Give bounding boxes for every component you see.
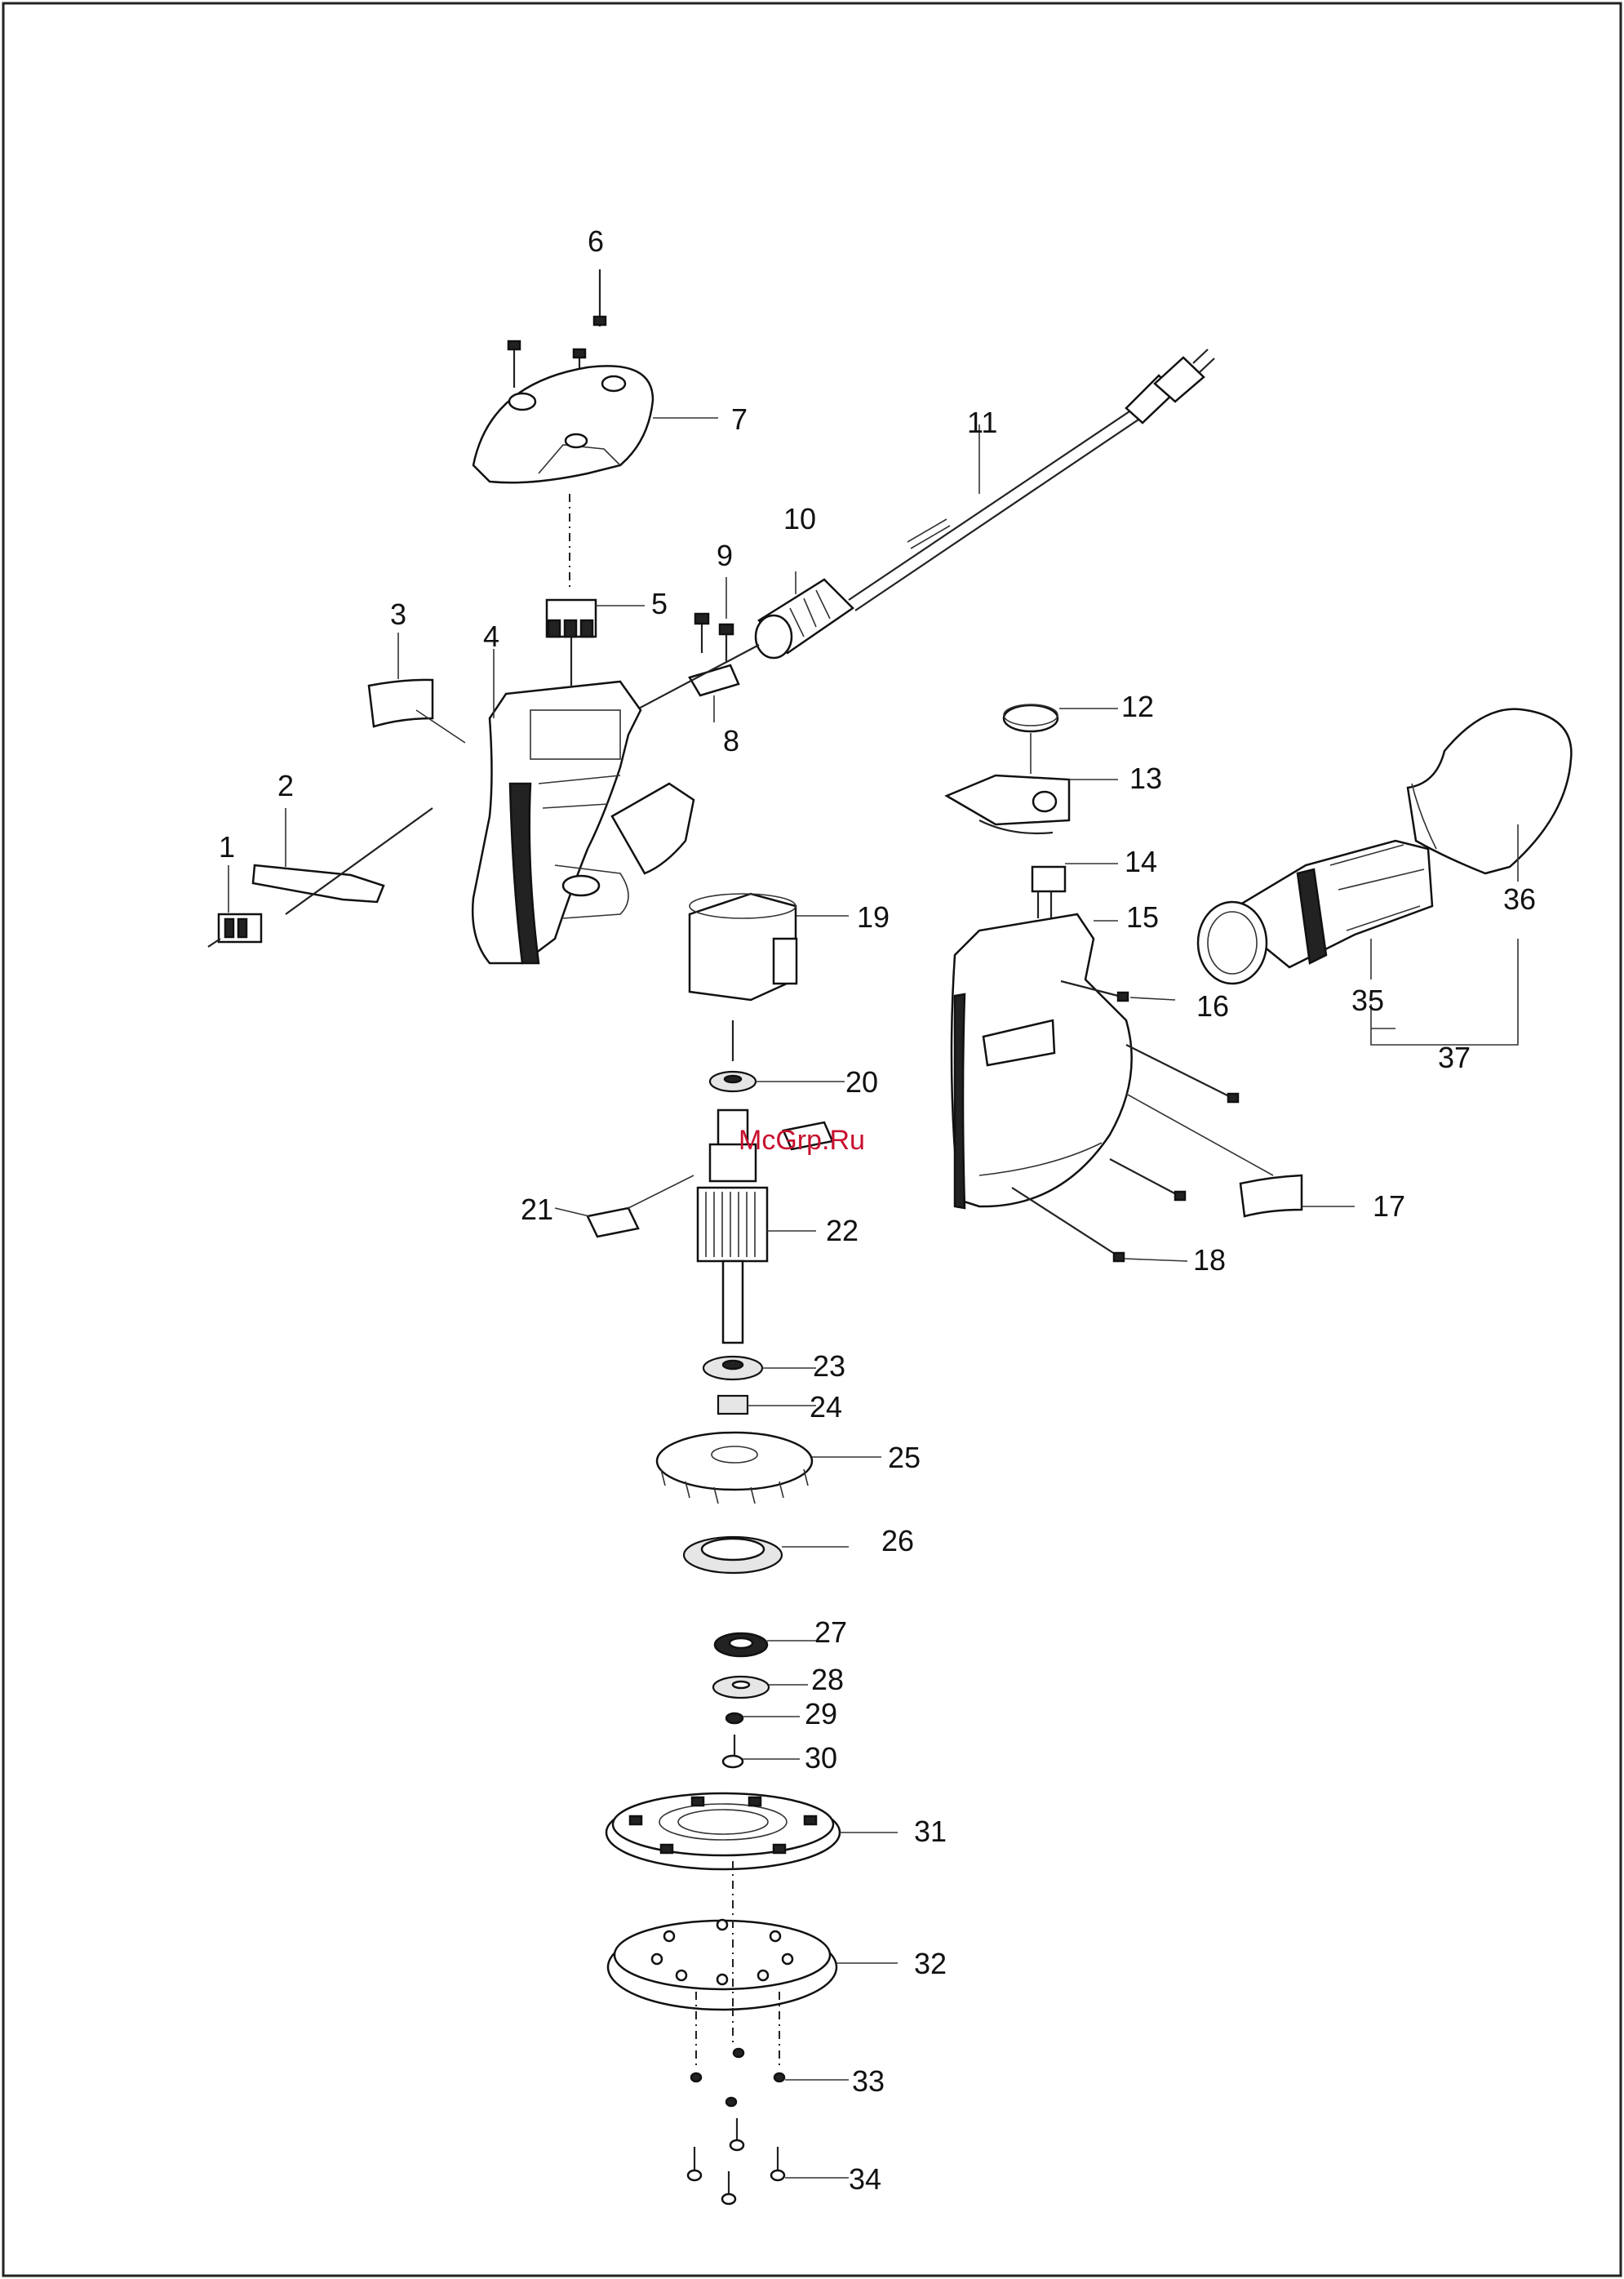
part-13-speed-control — [947, 775, 1118, 833]
part-3-label — [369, 633, 465, 743]
label-18: 18 — [1193, 1243, 1226, 1277]
part-31-pad-holder — [606, 1793, 898, 1869]
part-2-switch-lever — [253, 808, 433, 914]
part-7-top-cover — [473, 366, 718, 482]
part-32-sanding-pad — [608, 1920, 898, 2010]
part-20-bearing — [710, 1072, 845, 1091]
label-7: 7 — [731, 402, 748, 436]
label-11: 11 — [967, 406, 997, 439]
label-10: 10 — [783, 502, 816, 535]
label-29: 29 — [805, 1697, 837, 1730]
part-14-capacitor — [1032, 864, 1118, 918]
label-6: 6 — [588, 224, 604, 258]
part-10-strain-relief — [756, 571, 853, 658]
label-30: 30 — [805, 1741, 837, 1775]
part-19-brush-holder — [690, 894, 849, 1000]
label-5: 5 — [651, 587, 668, 620]
label-27: 27 — [814, 1615, 847, 1649]
label-20: 20 — [845, 1065, 878, 1099]
label-8: 8 — [723, 724, 739, 757]
part-30-screw — [723, 1735, 800, 1767]
part-labels: 1 2 3 4 5 6 7 8 9 10 11 12 13 14 15 16 1… — [219, 224, 1536, 2196]
label-36: 36 — [1503, 882, 1536, 916]
watermark: McGrp.Ru — [739, 1125, 865, 1156]
part-27-bearing — [715, 1633, 816, 1656]
label-9: 9 — [717, 539, 733, 572]
part-15-right-housing — [952, 914, 1132, 1208]
part-33-washers — [691, 2049, 849, 2106]
part-23-bearing — [703, 1357, 816, 1379]
part-29-washer — [726, 1713, 800, 1723]
part-12-knob — [1004, 704, 1118, 774]
label-16: 16 — [1196, 989, 1229, 1023]
label-23: 23 — [813, 1349, 845, 1383]
label-14: 14 — [1125, 845, 1157, 878]
label-4: 4 — [483, 620, 499, 653]
part-11-power-cable — [620, 349, 1214, 718]
label-2: 2 — [277, 769, 294, 802]
label-25: 25 — [888, 1441, 921, 1474]
label-34: 34 — [849, 2162, 881, 2196]
part-35-dust-adapter — [1198, 841, 1432, 984]
label-37: 37 — [1438, 1041, 1471, 1074]
part-28-washer — [713, 1677, 808, 1698]
label-13: 13 — [1129, 762, 1162, 795]
label-19: 19 — [857, 900, 890, 934]
part-17-label — [1126, 1094, 1355, 1216]
bracket-37 — [1371, 939, 1518, 1045]
label-22: 22 — [826, 1214, 859, 1247]
part-26-bearing-plate — [684, 1537, 849, 1573]
label-17: 17 — [1373, 1189, 1405, 1223]
label-32: 32 — [914, 1947, 947, 1980]
part-8-9-cable-clamp — [690, 577, 739, 722]
part-36-dust-bag — [1408, 709, 1571, 882]
label-26: 26 — [881, 1524, 914, 1557]
label-1: 1 — [219, 830, 235, 864]
label-28: 28 — [811, 1663, 844, 1696]
label-12: 12 — [1121, 690, 1154, 723]
label-24: 24 — [810, 1390, 842, 1424]
label-35: 35 — [1351, 984, 1384, 1017]
part-25-fan — [657, 1433, 881, 1504]
part-5-terminal-block — [547, 600, 645, 686]
part-34-screws — [688, 2118, 849, 2204]
label-21: 21 — [521, 1193, 553, 1226]
label-3: 3 — [390, 598, 406, 631]
label-31: 31 — [914, 1815, 947, 1848]
label-33: 33 — [852, 2064, 885, 2098]
label-15: 15 — [1126, 900, 1159, 934]
part-24-bushing — [718, 1396, 816, 1414]
